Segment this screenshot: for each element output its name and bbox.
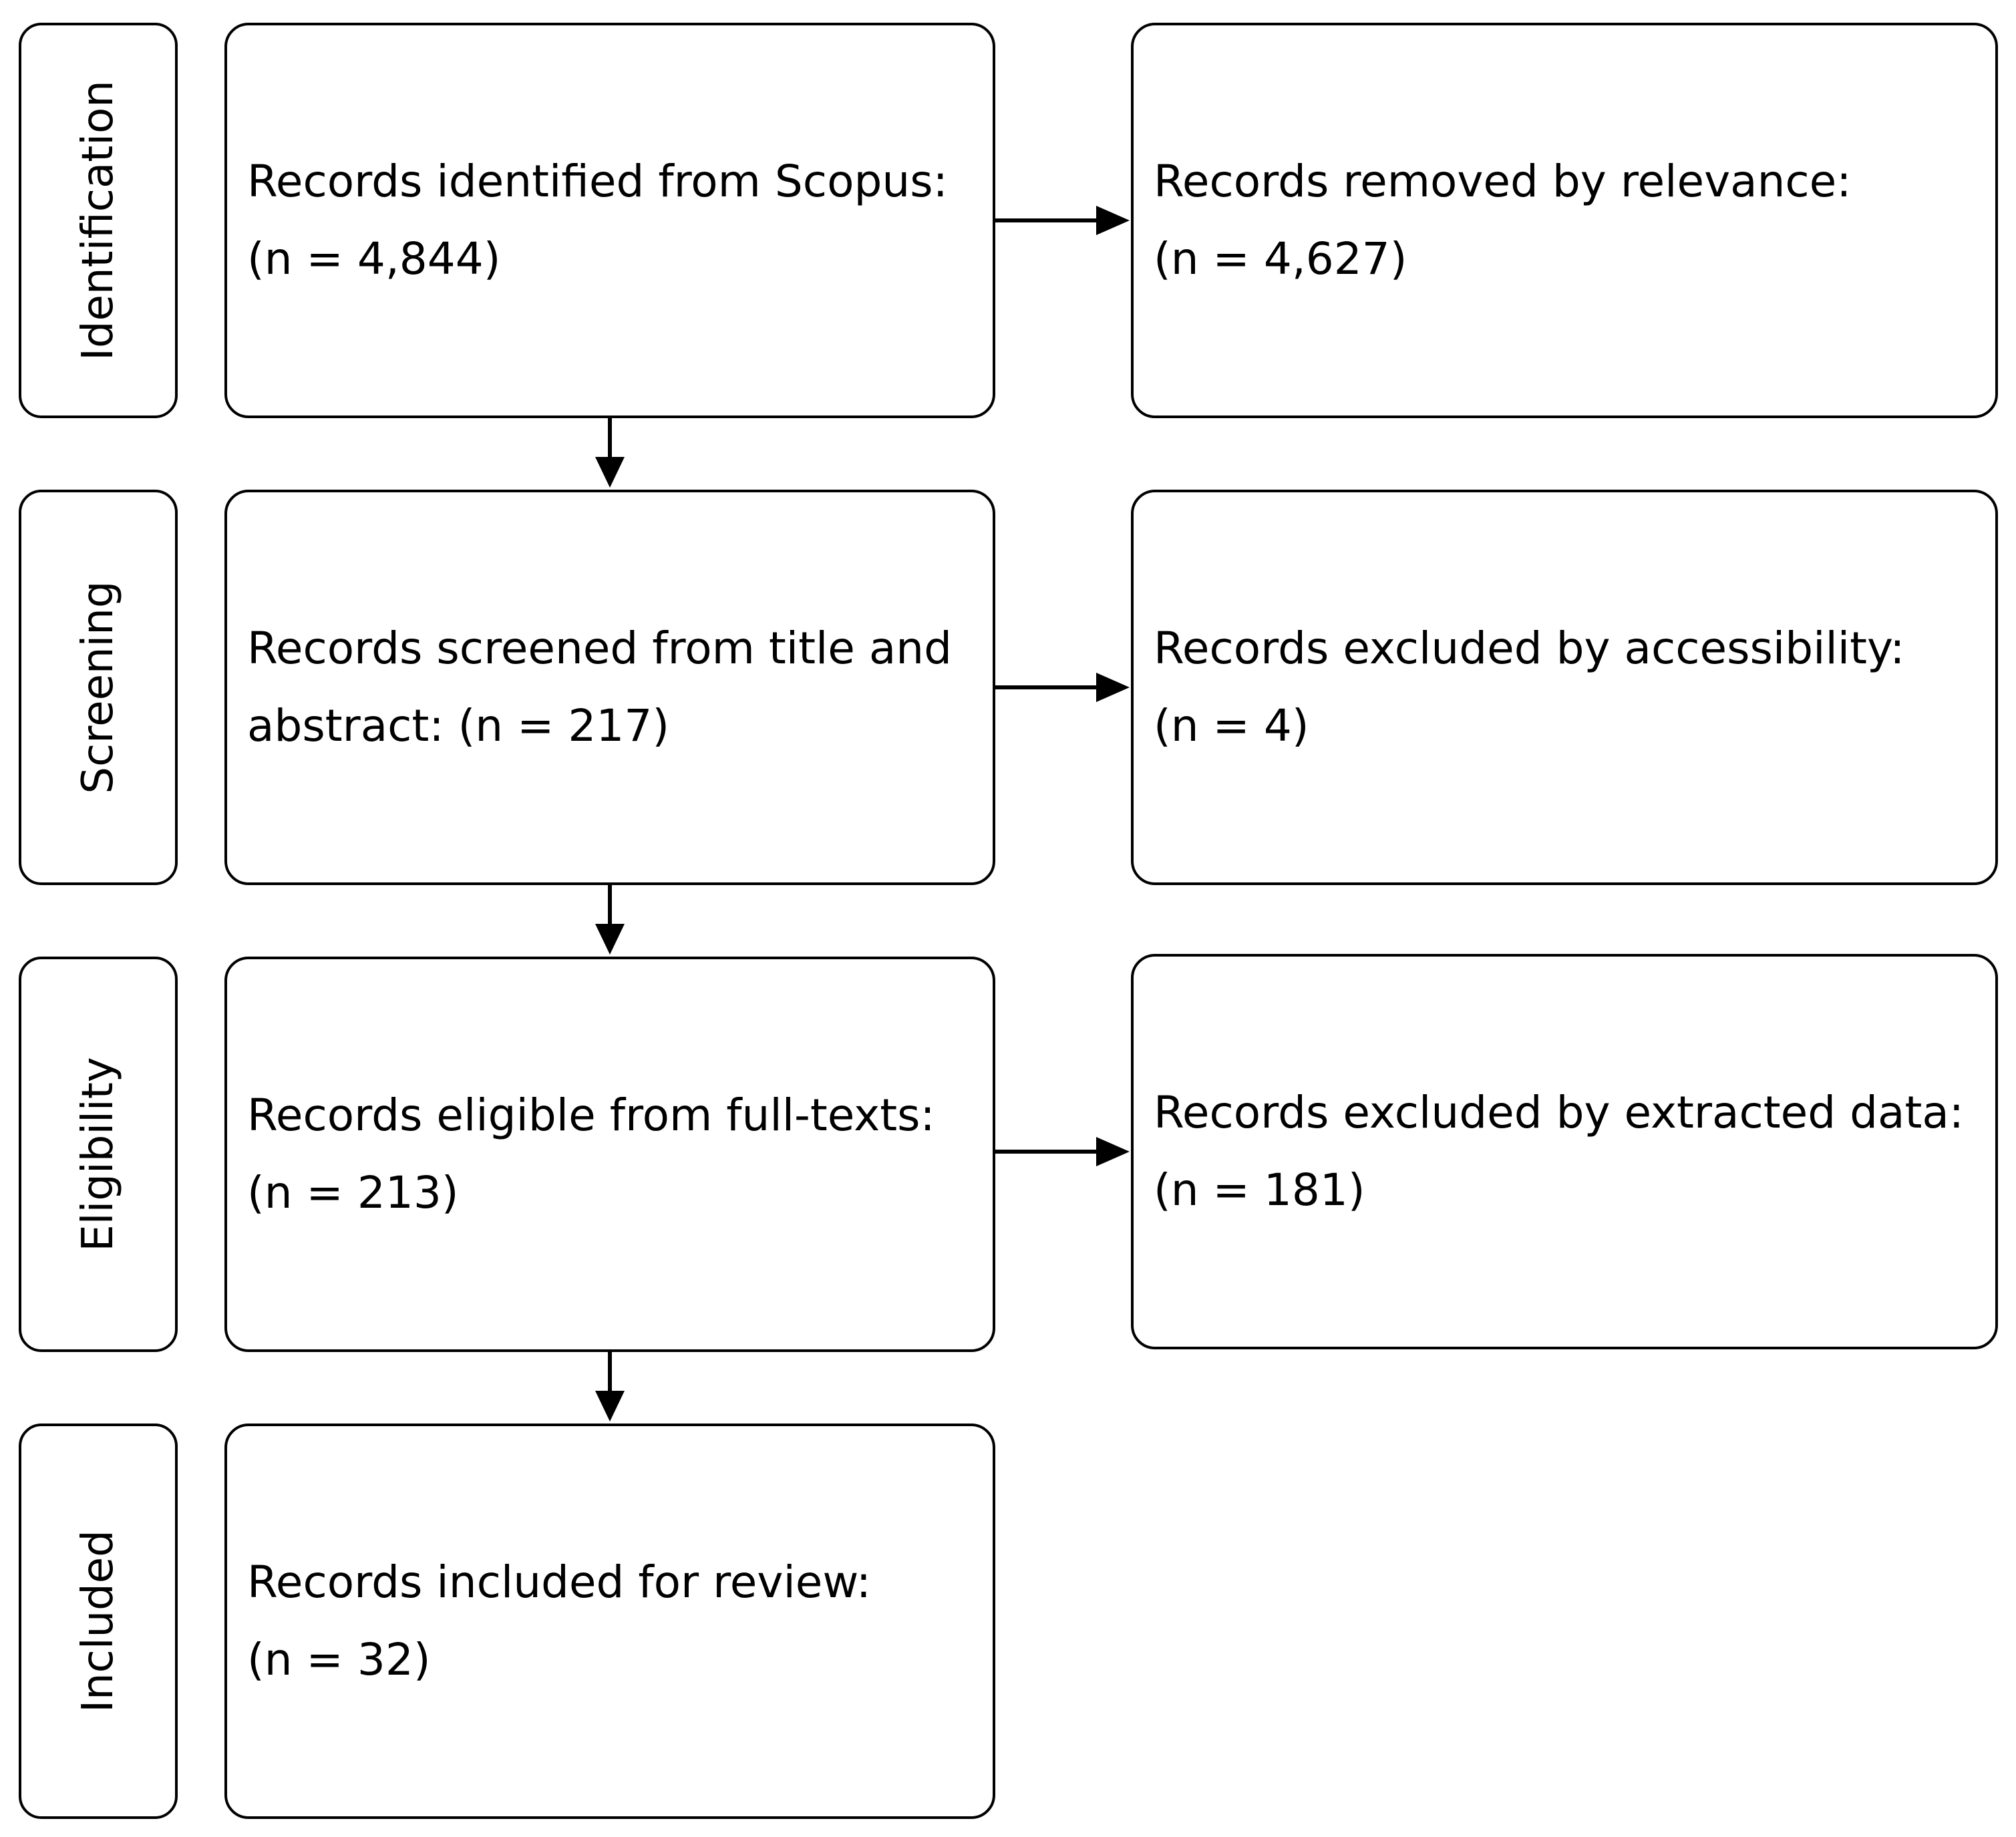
records-removed-count: (n = 4,627): [1154, 233, 1407, 285]
arrow-down-2-head: [595, 924, 625, 955]
records-removed-text: Records removed by relevance: (n = 4,627…: [1154, 143, 1982, 298]
records-eligible-count: (n = 213): [247, 1167, 459, 1218]
stage-box-screening: Screening: [19, 490, 178, 885]
arrow-right-3-head: [1096, 1137, 1130, 1166]
records-excluded-data-text: Records excluded by extracted data: (n =…: [1154, 1074, 1982, 1229]
records-identified-text: Records identified from Scopus: (n = 4,8…: [247, 143, 979, 298]
records-screened-text: Records screened from title and abstract…: [247, 610, 979, 765]
records-included-line1: Records included for review:: [247, 1556, 872, 1608]
records-included-count: (n = 32): [247, 1634, 431, 1685]
records-excluded-accessibility-count: (n = 4): [1154, 700, 1309, 752]
arrow-right-2-head: [1096, 673, 1130, 702]
records-identified-box: Records identified from Scopus: (n = 4,8…: [224, 23, 995, 418]
arrow-down-3-head: [595, 1391, 625, 1422]
stage-label-included: Included: [73, 1530, 123, 1713]
records-eligible-box: Records eligible from full-texts: (n = 2…: [224, 957, 995, 1352]
records-screened-line1: Records screened from title and: [247, 623, 953, 674]
records-eligible-text: Records eligible from full-texts: (n = 2…: [247, 1077, 979, 1232]
records-excluded-accessibility-box: Records excluded by accessibility: (n = …: [1131, 490, 1998, 885]
stage-box-eligibility: Eligibility: [19, 957, 178, 1352]
stage-label-eligibility: Eligibility: [73, 1057, 123, 1252]
records-removed-box: Records removed by relevance: (n = 4,627…: [1131, 23, 1998, 418]
records-screened-box: Records screened from title and abstract…: [224, 490, 995, 885]
records-eligible-line1: Records eligible from full-texts:: [247, 1090, 935, 1141]
arrow-right-1-head: [1096, 206, 1130, 235]
records-screened-count: abstract: (n = 217): [247, 700, 670, 752]
records-included-text: Records included for review: (n = 32): [247, 1544, 979, 1699]
records-included-box: Records included for review: (n = 32): [224, 1424, 995, 1819]
stage-label-identification: Identification: [73, 80, 123, 361]
arrow-down-1-head: [595, 457, 625, 488]
stage-label-screening: Screening: [73, 580, 123, 794]
records-excluded-accessibility-text: Records excluded by accessibility: (n = …: [1154, 610, 1982, 765]
records-excluded-data-line1: Records excluded by extracted data:: [1154, 1087, 1965, 1138]
records-removed-line1: Records removed by relevance:: [1154, 156, 1852, 207]
records-excluded-data-count: (n = 181): [1154, 1164, 1365, 1216]
stage-box-included: Included: [19, 1424, 178, 1819]
records-excluded-accessibility-line1: Records excluded by accessibility:: [1154, 623, 1905, 674]
records-identified-line1: Records identified from Scopus:: [247, 156, 948, 207]
stage-box-identification: Identification: [19, 23, 178, 418]
records-excluded-data-box: Records excluded by extracted data: (n =…: [1131, 954, 1998, 1349]
records-identified-count: (n = 4,844): [247, 233, 501, 285]
